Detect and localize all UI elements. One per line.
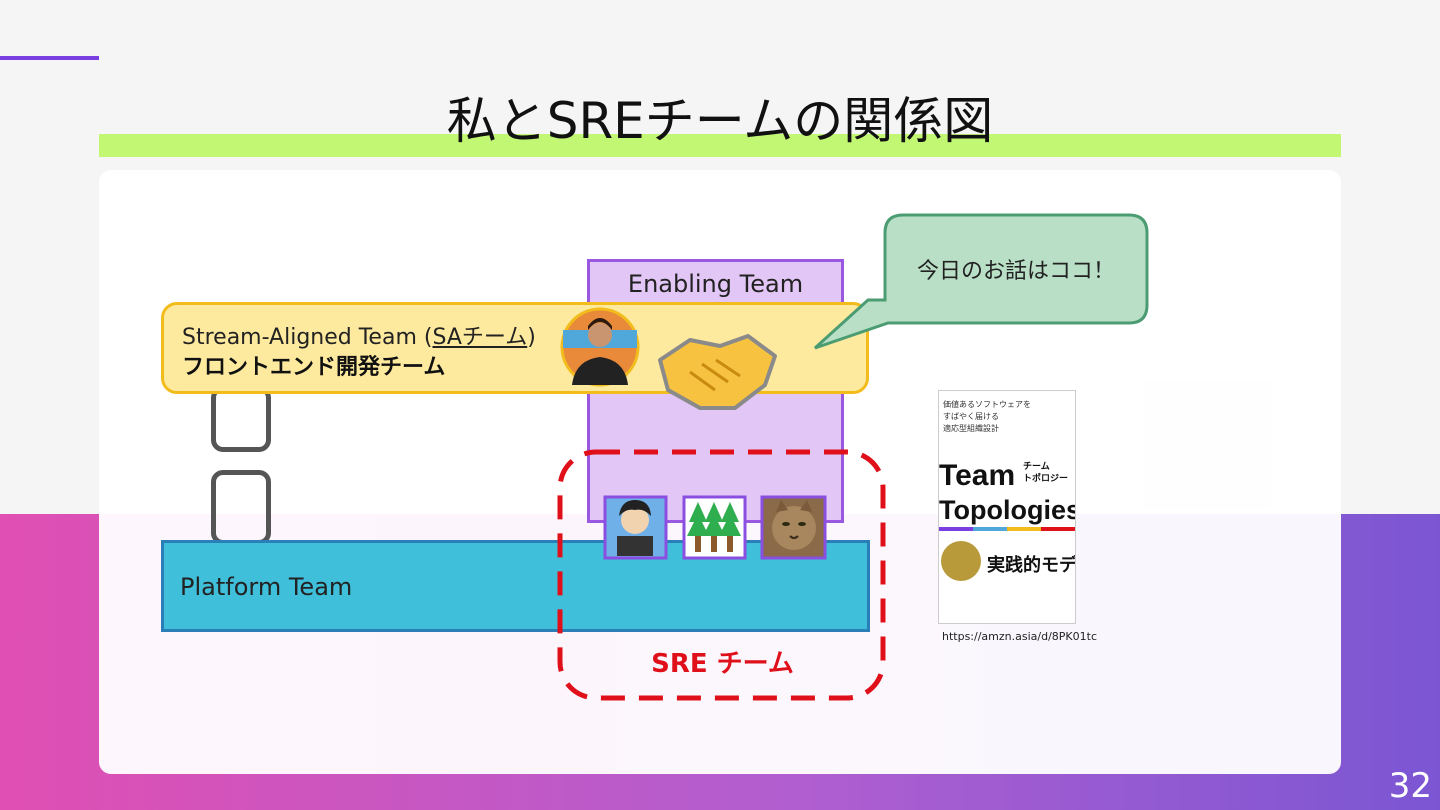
handshake-icon [658, 334, 777, 410]
frontend-team-label: フロントエンド開発チーム [182, 355, 446, 380]
accent-line [0, 56, 99, 60]
book-cover-art: 価値あるソフトウェアを すばやく届ける 適応型組織設計 Team チーム トポロ… [939, 399, 1075, 581]
page-number: 32 [1388, 766, 1432, 806]
svg-text:価値あるソフトウェアを: 価値あるソフトウェアを [943, 399, 1031, 409]
trees-avatar [682, 495, 747, 560]
svg-text:実践的モデル!: 実践的モデル! [987, 554, 1075, 576]
platform-team-label: Platform Team [180, 573, 353, 601]
book-url[interactable]: https://amzn.asia/d/8PK01tc [942, 630, 1097, 643]
svg-text:すばやく届ける: すばやく届ける [943, 412, 999, 421]
sa-team-abbr: SAチーム [432, 325, 528, 350]
enabling-team-label: Enabling Team [627, 270, 804, 298]
svg-text:チーム: チーム [1023, 461, 1050, 472]
sre-team-area [557, 449, 886, 701]
title-underline [99, 134, 1341, 157]
stream-aligned-team-label: Stream-Aligned Team (SAチーム) [182, 325, 536, 350]
svg-text:Topologies: Topologies [939, 495, 1075, 525]
sre-team-label: SRE チーム [651, 649, 794, 679]
cat-avatar [760, 495, 827, 560]
platform-team-box: Platform Team [161, 540, 870, 632]
person-avatar [603, 495, 668, 560]
callout-text: 今日のお話はココ！ [916, 259, 1115, 284]
callout-bubble [813, 213, 1149, 350]
slide-title: 私とSREチームの関係図 [446, 92, 994, 150]
presenter-photo [560, 307, 640, 387]
svg-text:適応型組織設計: 適応型組織設計 [943, 423, 999, 433]
svg-text:トポロジー: トポロジー [1023, 472, 1068, 484]
svg-text:Team: Team [939, 459, 1015, 492]
team-topologies-book-cover[interactable]: 価値あるソフトウェアを すばやく届ける 適応型組織設計 Team チーム トポロ… [938, 390, 1076, 624]
